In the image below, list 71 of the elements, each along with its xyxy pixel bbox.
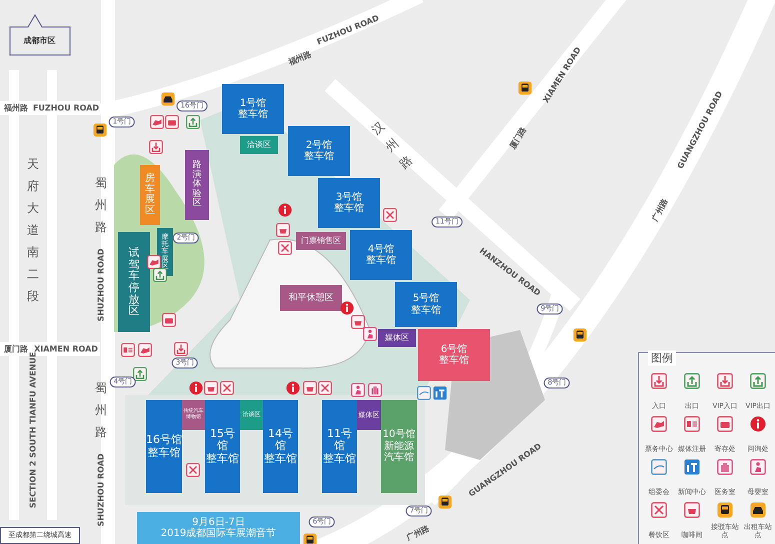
zone-name: 门票销售区 <box>301 236 341 246</box>
hall-number: 5号馆 <box>412 293 440 304</box>
hall-type: 整车馆 <box>411 304 441 316</box>
exhibition-hall <box>381 400 417 493</box>
event-title: 2019成都国际车展潮音节 <box>160 528 276 540</box>
hall-number: 15号馆 <box>209 428 236 452</box>
exhibition-hall <box>318 178 380 228</box>
zone-name: 成都市区 <box>24 36 56 46</box>
exhibition-hall <box>418 329 490 381</box>
legend-title: 图例 <box>648 350 676 366</box>
direction-sign <box>0 527 80 544</box>
hall-type: 整车馆 <box>366 255 396 266</box>
zone-block <box>378 329 416 347</box>
event-date: 9月6日-7日 <box>192 516 245 528</box>
road-name: 蜀州路 <box>94 175 108 236</box>
road-name: 蜀州路 <box>94 380 108 441</box>
hall-number: 3号馆 <box>336 192 362 202</box>
road-name: 汉州路 <box>368 118 416 174</box>
zone-name: 路演体验区 <box>192 161 202 209</box>
road-name: 福州路 <box>4 102 28 114</box>
hall-number: 16号馆 <box>146 434 182 446</box>
zone-name: 试驾车停放区 <box>128 247 140 317</box>
zone-name: 房车展区 <box>144 174 156 216</box>
hall-type: 整车馆 <box>148 446 180 460</box>
hall-type: 整车馆 <box>304 151 334 162</box>
parking-zone-block <box>118 232 150 332</box>
hall-type: 整车馆 <box>334 203 364 214</box>
road-name: SHUZHOU ROAD <box>96 453 106 527</box>
zone-block <box>240 400 263 430</box>
zone-block <box>140 165 160 225</box>
hall-number: 1号馆 <box>240 98 266 108</box>
hall-number: 6号馆 <box>440 344 468 354</box>
road-name: 天府大道南二段 <box>26 156 40 305</box>
road-name: 厦门路 <box>506 124 530 152</box>
road-name: 广州路 <box>650 196 670 224</box>
hall-type: 整车馆 <box>206 452 239 466</box>
exhibition-hall <box>395 282 457 327</box>
hall-number: 2号馆 <box>306 140 332 150</box>
exhibition-hall <box>263 400 298 493</box>
hall-number: 10号馆 <box>382 429 416 440</box>
zone-block <box>296 232 346 250</box>
hall-number: 4号馆 <box>368 244 394 254</box>
road-name: 广州路 <box>404 522 432 544</box>
zone-block <box>240 136 278 154</box>
hall-type: 整车馆 <box>439 355 469 366</box>
exhibition-hall <box>288 126 350 176</box>
road-name: SECTION 2 SOUTH TIANFU AVENUE <box>28 352 38 508</box>
zone-name: 洽谈区 <box>247 140 271 150</box>
exhibition-hall <box>205 400 240 493</box>
event-banner <box>137 512 300 544</box>
hall-type: 整车馆 <box>323 452 356 466</box>
hall-type: 新能源汽车馆 <box>383 440 415 464</box>
road-name: XIAMEN ROAD <box>34 344 98 354</box>
zone-name: 和平休憩区 <box>288 292 334 304</box>
hall-number: 14号馆 <box>267 428 294 452</box>
exhibition-hall <box>222 84 284 134</box>
road-name: 厦门路 <box>4 344 28 354</box>
exhibition-hall <box>322 400 357 493</box>
hall-type: 整车馆 <box>264 452 297 466</box>
zone-name: 媒体区 <box>385 333 409 343</box>
road-name: FUZHOU ROAD <box>32 104 100 112</box>
zone-block <box>182 400 205 430</box>
exhibition-hall <box>146 400 182 493</box>
road-name: 福州路 <box>286 48 314 68</box>
hall-type: 整车馆 <box>238 109 268 120</box>
hall-number: 11号馆 <box>326 428 353 452</box>
zone-block <box>185 150 209 220</box>
zone-block <box>357 400 381 430</box>
road-name: SHUZHOU ROAD <box>96 248 106 322</box>
exhibition-hall <box>350 230 412 280</box>
zone-block <box>280 285 342 311</box>
